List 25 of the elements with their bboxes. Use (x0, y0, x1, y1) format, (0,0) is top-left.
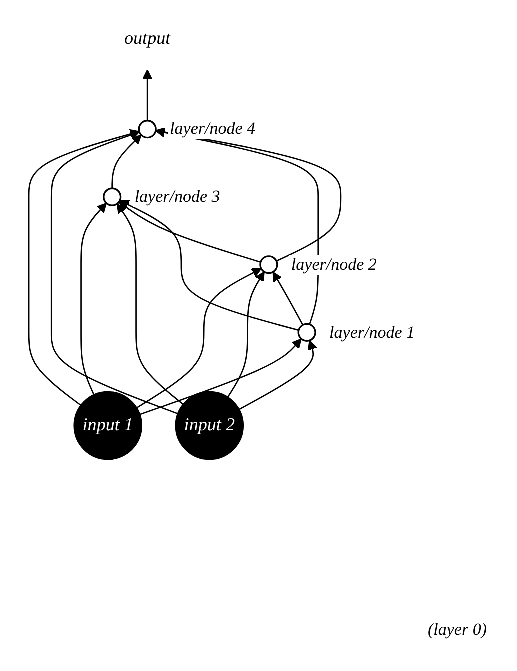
node-circle: input 2 (175, 391, 244, 460)
arrow (140, 338, 302, 416)
node-circle (298, 323, 316, 342)
arrow (116, 204, 184, 406)
node-caption: layer/node 3 (132, 187, 222, 208)
arrow (120, 200, 300, 332)
node-circle (260, 256, 278, 274)
arrow (239, 340, 318, 410)
layer-label: (layer 0) (426, 620, 487, 640)
arrow (142, 70, 153, 121)
arrow (118, 202, 262, 264)
node-text: output (124, 29, 171, 49)
arrow (227, 272, 265, 398)
node-circle (138, 120, 157, 139)
arrow (155, 127, 342, 262)
arrow (272, 272, 304, 326)
arrow (80, 202, 108, 396)
arrow (112, 134, 142, 189)
node-circle: input 1 (74, 391, 142, 460)
arrow (50, 130, 178, 415)
arrow (28, 129, 140, 406)
arrow (136, 268, 262, 409)
node-caption: layer/node 4 (168, 119, 258, 140)
node-caption: layer/node 2 (289, 254, 379, 275)
node-circle (103, 188, 122, 206)
